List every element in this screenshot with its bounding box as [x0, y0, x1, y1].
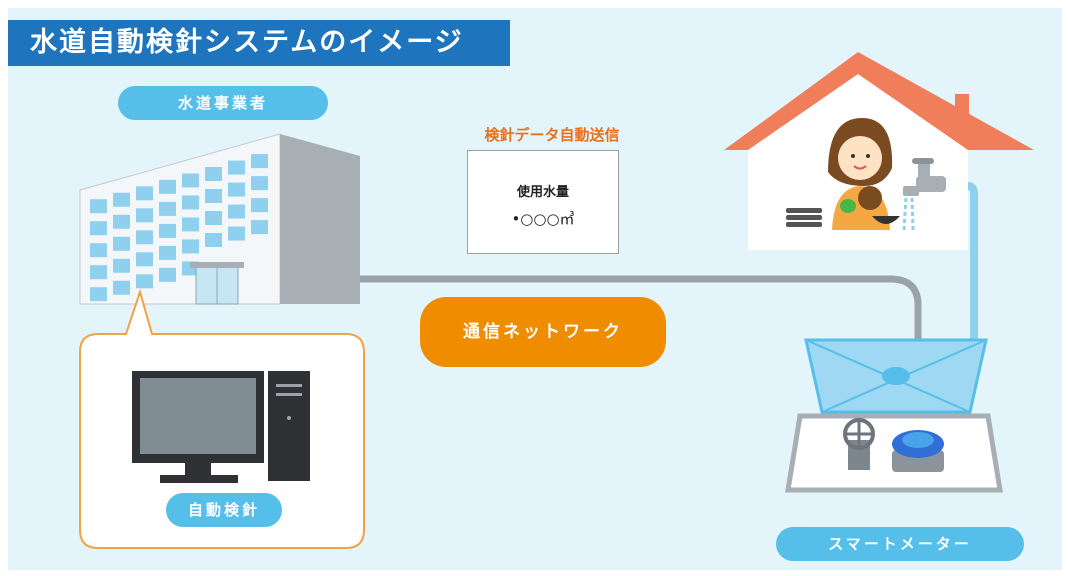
water-pipe: [940, 182, 978, 342]
building-window: [228, 204, 245, 219]
operator-label: 水道事業者: [118, 86, 328, 120]
building-window: [251, 176, 268, 191]
building-window: [182, 173, 199, 188]
building-window: [182, 239, 199, 254]
person-washing-dishes-icon: [828, 118, 893, 230]
building-window: [251, 220, 268, 235]
building-window: [159, 223, 176, 238]
building-window: [159, 245, 176, 260]
faucet-icon: [902, 158, 946, 231]
building-window: [228, 226, 245, 241]
building-window: [90, 199, 107, 214]
network-label: 通信ネットワーク: [420, 297, 666, 367]
building-window: [205, 211, 222, 225]
data-transmission-label: 検針データ自動送信: [484, 126, 620, 144]
building-window: [90, 243, 107, 258]
building-window: [182, 217, 199, 232]
building-window: [113, 192, 130, 207]
usage-value: •○○○㎥: [511, 210, 575, 228]
building-window: [136, 230, 153, 245]
building-window: [159, 179, 176, 194]
building-window: [136, 186, 153, 201]
building-window: [228, 160, 245, 175]
smart-meter-label: スマートメーター: [776, 527, 1024, 561]
desktop-computer-icon: [132, 371, 310, 483]
building-window: [90, 287, 107, 302]
building-window: [228, 182, 245, 197]
network-cable: [360, 275, 922, 340]
building-window: [205, 167, 222, 181]
building-window: [136, 252, 153, 267]
building-window: [113, 280, 130, 295]
auto-reading-label: 自動検針: [166, 493, 282, 527]
building-window: [205, 189, 222, 203]
building-window: [251, 198, 268, 213]
usage-data-card: 使用水量 •○○○㎥: [467, 150, 619, 254]
page-title: 水道自動検針システムのイメージ: [8, 20, 510, 66]
building-window: [90, 265, 107, 280]
building-window: [136, 274, 153, 289]
usage-label: 使用水量: [516, 185, 569, 200]
building-window: [90, 221, 107, 236]
building-window: [113, 214, 130, 229]
meter-box-icon: [785, 338, 1003, 493]
office-building-icon: [79, 133, 360, 305]
building-window: [159, 267, 176, 282]
building-window: [136, 208, 153, 223]
building-window: [113, 236, 130, 251]
building-window: [205, 233, 222, 247]
building-window: [159, 201, 176, 216]
building-window: [182, 195, 199, 210]
building-window: [251, 154, 268, 169]
dishes-icon: [786, 208, 900, 227]
building-window: [113, 258, 130, 273]
